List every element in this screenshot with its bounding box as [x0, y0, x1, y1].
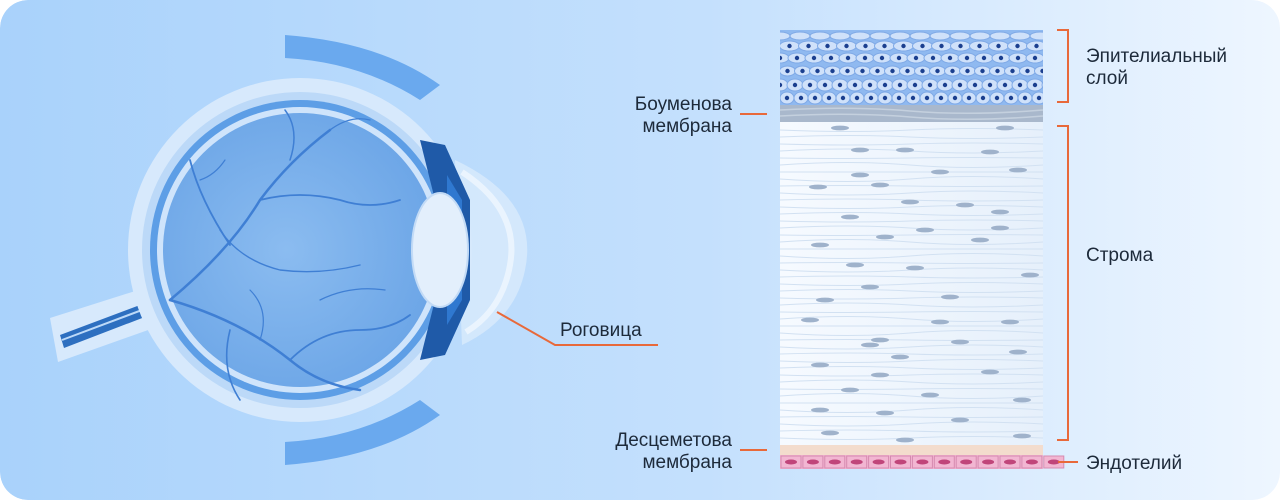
stroma-fibers: [779, 128, 1044, 440]
lower-muscle: [285, 400, 440, 465]
cornea-section: [779, 30, 1065, 469]
lens: [411, 192, 469, 308]
label-bowman-line2: мембрана: [642, 116, 732, 137]
endothelium-cells: [780, 455, 1065, 469]
eye-illustration: [50, 35, 528, 465]
label-descemet: Десцеметова мембрана: [570, 430, 732, 474]
stroma-keratocytes: [801, 125, 1039, 443]
label-descemet-line2: мембрана: [642, 452, 732, 473]
label-bowman: Боуменова мембрана: [590, 94, 732, 138]
cornea: [455, 160, 528, 345]
label-epithelial: Эпителиальный слой: [1086, 46, 1227, 90]
label-cornea: Роговица: [560, 320, 642, 341]
label-epithelial-line1: Эпителиальный: [1086, 46, 1227, 67]
line-cornea: [496, 311, 658, 346]
label-endothelium: Эндотелий: [1086, 453, 1183, 474]
bowman-membrane: [780, 105, 1043, 122]
descemet-membrane: [780, 445, 1043, 455]
label-epithelial-line2: слой: [1086, 68, 1128, 89]
leader-lines: [496, 29, 1078, 463]
blood-vessels: [168, 109, 411, 401]
endothelium: [780, 455, 1043, 469]
bracket-stroma: [1057, 125, 1069, 441]
upper-muscle: [285, 35, 440, 100]
label-descemet-line1: Десцеметова: [615, 430, 732, 451]
vitreous-body: [163, 113, 437, 387]
bracket-epithelial: [1057, 29, 1069, 103]
epithelial-cells: [780, 31, 1043, 105]
label-stroma: Строма: [1086, 245, 1154, 266]
cornea-highlight: [460, 169, 515, 335]
label-bowman-line1: Боуменова: [634, 94, 732, 115]
